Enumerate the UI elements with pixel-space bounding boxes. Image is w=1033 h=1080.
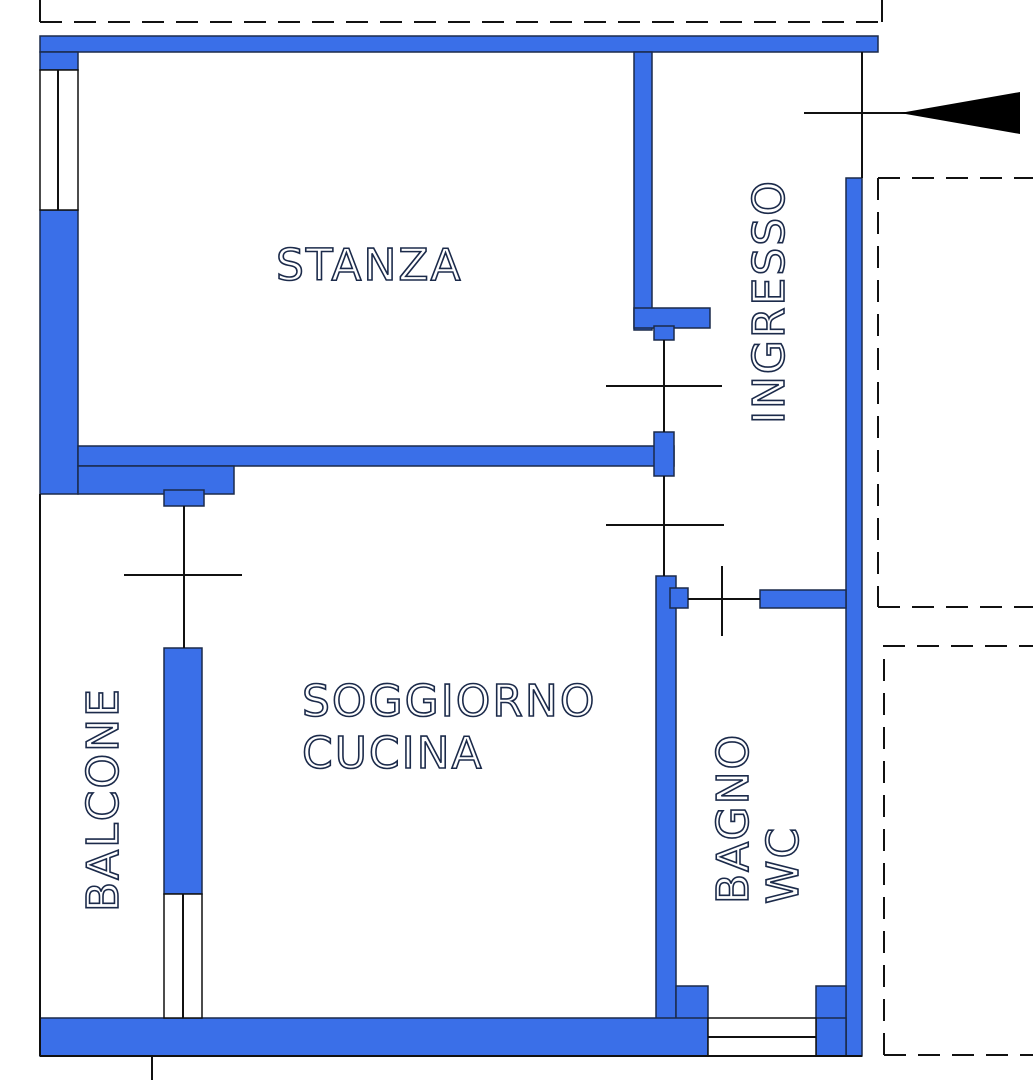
room-label-cucina: CUCINA xyxy=(302,728,484,779)
doors xyxy=(124,112,920,648)
wall-balcony xyxy=(163,647,203,895)
outline-lines xyxy=(39,52,863,1080)
wall-stanza-bottom xyxy=(77,445,675,467)
room-label-wc: WC xyxy=(758,826,809,904)
wall-stanza-right-return xyxy=(633,307,711,329)
top-boundary-lines xyxy=(39,0,883,23)
wall-left-upper xyxy=(39,51,79,71)
wall-bottom xyxy=(39,1017,709,1057)
wall-door-jamb-left xyxy=(163,489,205,507)
wall-stanza-step xyxy=(77,465,235,495)
neighbour-unit-upper xyxy=(877,177,1033,608)
room-label-bagno: BAGNO xyxy=(708,733,759,904)
wall-bottom-right xyxy=(815,1017,847,1057)
wall-top xyxy=(39,35,879,53)
wall-right xyxy=(845,177,863,1057)
room-label-ingresso: INGRESSO xyxy=(744,179,795,424)
wall-stanza-right xyxy=(633,51,653,331)
walls xyxy=(39,35,879,1057)
wall-bagno-left xyxy=(655,575,677,1021)
wall-left-lower xyxy=(39,209,79,495)
room-label-balcone: BALCONE xyxy=(78,687,129,912)
room-label-stanza: STANZA xyxy=(276,240,463,291)
entrance-arrow-icon xyxy=(900,92,1020,134)
windows xyxy=(39,69,817,1057)
neighbour-unit-lower xyxy=(883,645,1033,1056)
wall-stanza-bottom-jamb xyxy=(653,431,675,477)
wall-stanza-right-jamb xyxy=(653,325,675,341)
wall-bagno-top xyxy=(759,589,847,609)
room-label-soggiorno: SOGGIORNO xyxy=(302,676,596,727)
wall-bagno-door-jamb xyxy=(669,587,689,609)
